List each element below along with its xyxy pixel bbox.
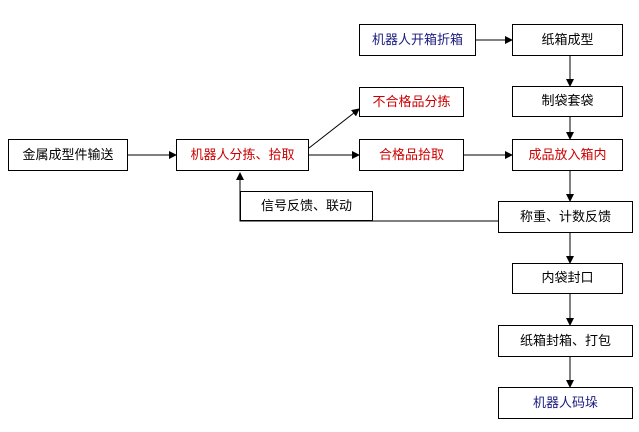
node-inner-bag-seal: 内袋封口 bbox=[512, 263, 623, 294]
arrow-robot-to-nonconforming bbox=[308, 108, 360, 149]
node-label: 成品放入箱内 bbox=[528, 147, 607, 163]
node-label: 称重、计数反馈 bbox=[519, 209, 611, 225]
feedback-label: 信号反馈、联动 bbox=[240, 191, 373, 221]
node-bag-making: 制袋套袋 bbox=[512, 86, 623, 117]
node-carton-seal-pack: 纸箱封箱、打包 bbox=[498, 325, 633, 357]
node-label: 机器人码垛 bbox=[532, 395, 598, 411]
node-label: 纸箱封箱、打包 bbox=[519, 333, 611, 349]
node-label: 合格品拾取 bbox=[378, 147, 444, 163]
node-label: 不合格品分拣 bbox=[372, 94, 451, 110]
node-label: 纸箱成型 bbox=[541, 32, 594, 48]
node-label: 机器人开箱折箱 bbox=[371, 32, 463, 48]
node-label: 机器人分拣、拾取 bbox=[190, 147, 295, 163]
node-robot-sort-pick: 机器人分拣、拾取 bbox=[176, 139, 309, 171]
node-weigh-count-feedback: 称重、计数反馈 bbox=[498, 201, 633, 233]
node-robot-open-fold: 机器人开箱折箱 bbox=[359, 24, 476, 56]
node-robot-palletize: 机器人码垛 bbox=[498, 387, 633, 419]
feedback-text: 信号反馈、联动 bbox=[260, 198, 352, 214]
node-conforming-pick: 合格品拾取 bbox=[359, 139, 464, 171]
node-metal-conveying: 金属成型件输送 bbox=[8, 139, 128, 171]
node-label: 金属成型件输送 bbox=[22, 147, 114, 163]
node-carton-forming: 纸箱成型 bbox=[512, 24, 623, 56]
node-label: 制袋套袋 bbox=[541, 94, 594, 109]
node-nonconforming-sort: 不合格品分拣 bbox=[359, 87, 464, 117]
node-product-into-box: 成品放入箱内 bbox=[512, 139, 623, 171]
node-label: 内袋封口 bbox=[541, 271, 594, 286]
line-feedback-loop bbox=[236, 172, 498, 222]
